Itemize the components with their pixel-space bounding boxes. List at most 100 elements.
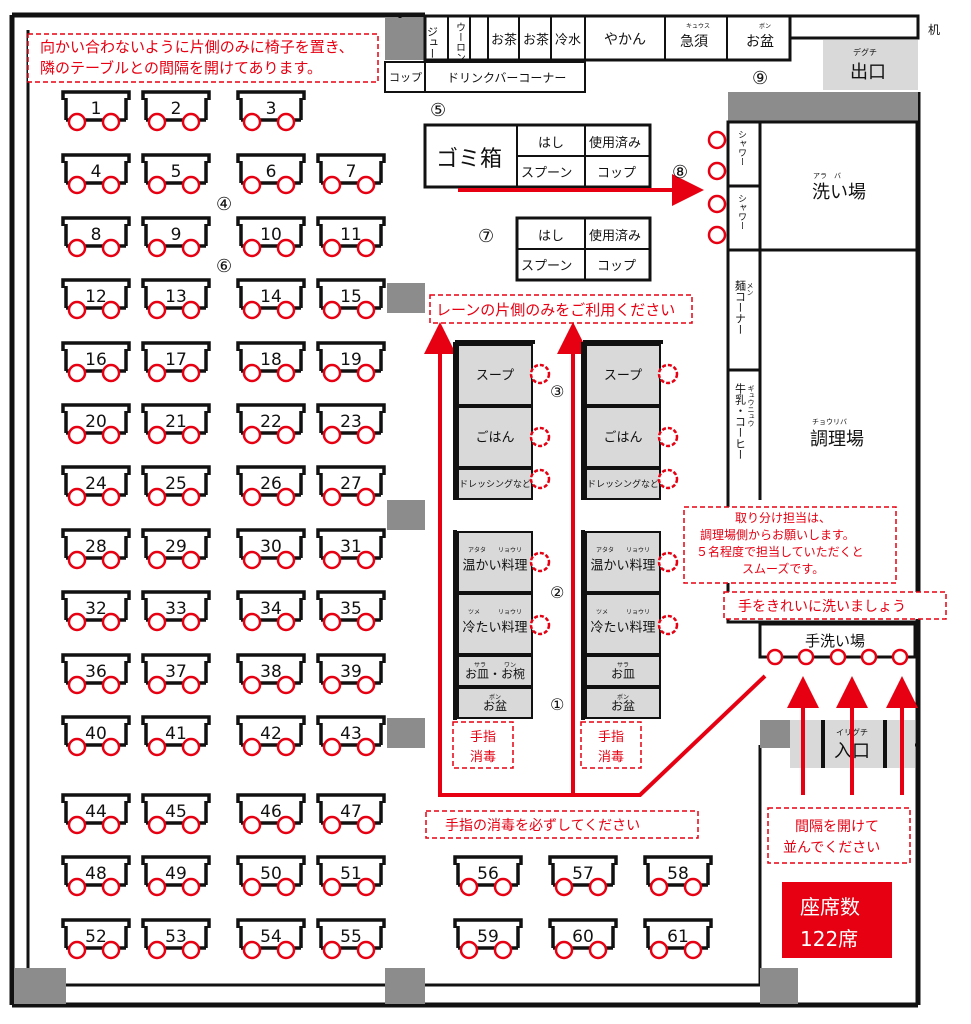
table-top: [236, 918, 306, 928]
server-position: [657, 363, 679, 385]
table-53: 53: [141, 918, 211, 960]
svg-text:やかん: やかん: [604, 32, 646, 48]
chair: [181, 425, 201, 445]
chair: [276, 877, 296, 897]
table-top: [316, 715, 386, 725]
table-number: 2: [171, 99, 182, 119]
buffet-label: ドレッシングなど: [587, 478, 659, 490]
marker-9: ⑨: [752, 68, 768, 89]
server-position: [657, 426, 679, 448]
marker-8: ⑧: [672, 162, 688, 183]
table-number: 41: [165, 724, 187, 744]
milk-ruby: ギュウニュウ: [747, 385, 755, 427]
svg-text:消毒: 消毒: [470, 750, 496, 765]
table-number: 50: [260, 864, 282, 884]
chair: [101, 487, 121, 507]
table-21: 21: [141, 403, 211, 445]
chair: [67, 675, 87, 695]
table-top: [141, 715, 211, 725]
table-number: 33: [165, 599, 187, 619]
table-number: 49: [165, 864, 187, 884]
chair: [356, 737, 376, 757]
svg-text:ゴミ箱: ゴミ箱: [436, 147, 502, 172]
table-58: 58: [643, 855, 713, 897]
svg-text:座席数: 座席数: [800, 895, 860, 919]
svg-text:ジュース: ジュース: [426, 26, 439, 70]
buffet-label: ごはん: [603, 429, 642, 445]
table-number: 21: [165, 412, 187, 432]
table-1: 1: [61, 90, 131, 132]
chair: [147, 175, 167, 195]
table-top: [141, 918, 211, 928]
svg-text:お茶: お茶: [523, 32, 549, 48]
chair: [181, 675, 201, 695]
table-top: [236, 216, 306, 226]
svg-text:スプーン: スプーン: [521, 259, 572, 274]
chair: [181, 300, 201, 320]
buffet-tray: [585, 687, 661, 719]
chair: [67, 550, 87, 570]
table-top: [316, 465, 386, 475]
marker-4: ④: [216, 194, 232, 215]
svg-text:ドリンクバーコーナー: ドリンクバーコーナー: [447, 71, 566, 85]
buffet-ruby: ツメ リョウリ: [468, 608, 522, 616]
disinfect-note: 手指の消毒を必ずしてください: [425, 810, 699, 839]
table-10: 10: [236, 216, 306, 258]
table-2: 2: [141, 90, 211, 132]
chair: [101, 363, 121, 383]
buffet-tray: [457, 687, 533, 719]
table-12: 12: [61, 278, 131, 320]
buffet-ruby: ツメ リョウリ: [596, 608, 650, 616]
table-top: [141, 403, 211, 413]
chair: [67, 300, 87, 320]
table-top: [61, 341, 131, 351]
table-top: [236, 855, 306, 865]
table-top: [316, 653, 386, 663]
table-47: 47: [316, 793, 386, 835]
table-top: [61, 216, 131, 226]
table-34: 34: [236, 590, 306, 632]
server-position: [529, 363, 551, 385]
server-position: [529, 426, 551, 448]
table-number: 26: [260, 474, 282, 494]
svg-text:スプーン: スプーン: [521, 166, 572, 181]
table-number: 15: [340, 287, 362, 307]
table-top: [316, 216, 386, 226]
chair: [242, 363, 262, 383]
table-32: 32: [61, 590, 131, 632]
chair: [356, 877, 376, 897]
table-number: 43: [340, 724, 362, 744]
table-number: 28: [85, 537, 107, 557]
table-number: 32: [85, 599, 107, 619]
svg-text:間隔を開けて: 間隔を開けて: [795, 819, 879, 835]
chair: [276, 675, 296, 695]
chair: [649, 940, 669, 960]
table-number: 30: [260, 537, 282, 557]
chair: [322, 363, 342, 383]
chair: [67, 363, 87, 383]
table-top: [141, 90, 211, 100]
svg-text:使用済み: 使用済み: [589, 228, 641, 244]
table-number: 18: [260, 350, 282, 370]
chair: [101, 238, 121, 258]
table-33: 33: [141, 590, 211, 632]
svg-text:手洗い場: 手洗い場: [805, 632, 865, 650]
table-3: 3: [236, 90, 306, 132]
wash-area-ruby: アラ バ: [813, 172, 841, 180]
table-49: 49: [141, 855, 211, 897]
table-59: 59: [453, 918, 523, 960]
shower-stools: [707, 130, 727, 245]
chair: [322, 737, 342, 757]
table-43: 43: [316, 715, 386, 757]
buffet-dressing: [585, 468, 661, 500]
table-top: [548, 918, 618, 928]
chair: [67, 425, 87, 445]
chair: [276, 175, 296, 195]
table-number: 20: [85, 412, 107, 432]
table-top: [316, 793, 386, 803]
svg-text:はし: はし: [538, 229, 564, 244]
buffet-ruby: サラ: [617, 662, 629, 669]
kitchen-area: [726, 120, 920, 624]
